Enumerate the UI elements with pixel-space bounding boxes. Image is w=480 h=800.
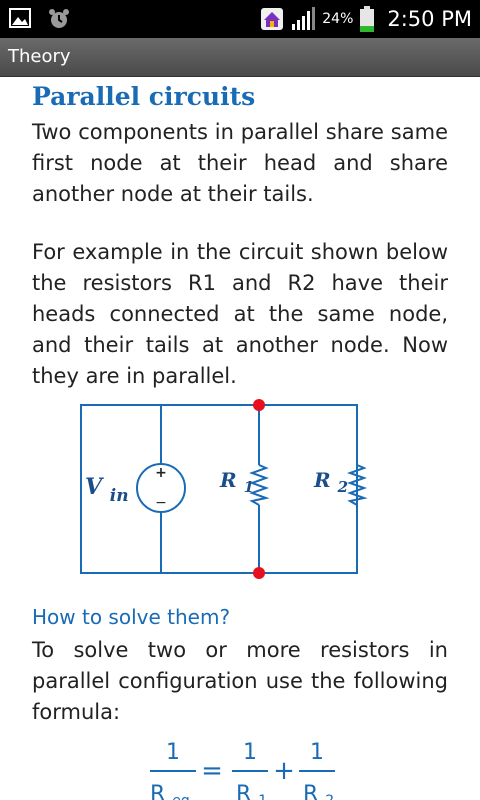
formula-denominator-2: R [303, 782, 318, 800]
source-label: V [85, 474, 104, 500]
r2-label: R [313, 468, 331, 492]
section-heading: Parallel circuits [32, 82, 256, 111]
gallery-icon [9, 8, 31, 28]
r1-label: R [219, 468, 237, 492]
section-subheading: How to solve them? [32, 605, 231, 629]
parallel-resistance-formula: 1 R eq = 1 R 1 + 1 R 2 [150, 740, 335, 800]
formula-equals: = [201, 756, 223, 786]
r1-subscript: 1 [244, 478, 254, 496]
svg-text:R eq: R eq [150, 782, 190, 800]
battery-percent: 24% [322, 11, 354, 27]
paragraph-definition: Two components in parallel share same fi… [32, 120, 448, 206]
svg-text:R 1: R 1 [236, 782, 267, 800]
formula-denominator-2-sub: 2 [325, 793, 334, 800]
formula-denominator-eq-sub: eq [172, 793, 190, 800]
formula-denominator-1: R [236, 782, 251, 800]
status-bar: 24% 2:50 PM [0, 0, 480, 38]
battery-icon [360, 6, 375, 32]
resistor-r2 [347, 464, 368, 506]
formula-plus: + [273, 756, 295, 786]
article-content[interactable]: Parallel circuits Two components in para… [0, 77, 480, 800]
svg-text:R 1: R 1 [219, 468, 254, 496]
formula-denominator-1-sub: 1 [258, 793, 267, 800]
source-subscript: in [110, 486, 129, 506]
voltage-source: + − [136, 405, 186, 573]
page-title: Theory [8, 46, 71, 67]
clock: 2:50 PM [387, 7, 472, 31]
r2-subscript: 2 [337, 478, 348, 496]
formula-denominator-eq: R [150, 782, 165, 800]
svg-text:R 2: R 2 [303, 782, 334, 800]
resistor-r1 [249, 464, 270, 506]
source-minus: − [155, 495, 167, 511]
formula-numerator-2: 1 [310, 740, 324, 765]
tail-node [253, 567, 265, 579]
parallel-circuit-diagram: + − V in R 1 R 2 [80, 399, 368, 579]
title-bar: Theory [0, 38, 480, 77]
home-icon [261, 8, 284, 30]
signal-icon [292, 7, 316, 30]
source-plus: + [155, 465, 167, 481]
circuit-wire [80, 404, 358, 574]
paragraph-formula-intro: To solve two or more resistors in parall… [32, 638, 448, 724]
alarm-icon [49, 9, 69, 28]
svg-text:R 2: R 2 [313, 468, 348, 496]
formula-numerator-eq: 1 [166, 740, 180, 765]
head-node [253, 399, 265, 411]
formula-numerator-1: 1 [243, 740, 257, 765]
svg-text:V in: V in [85, 474, 129, 506]
paragraph-example: For example in the circuit shown below t… [32, 240, 448, 388]
